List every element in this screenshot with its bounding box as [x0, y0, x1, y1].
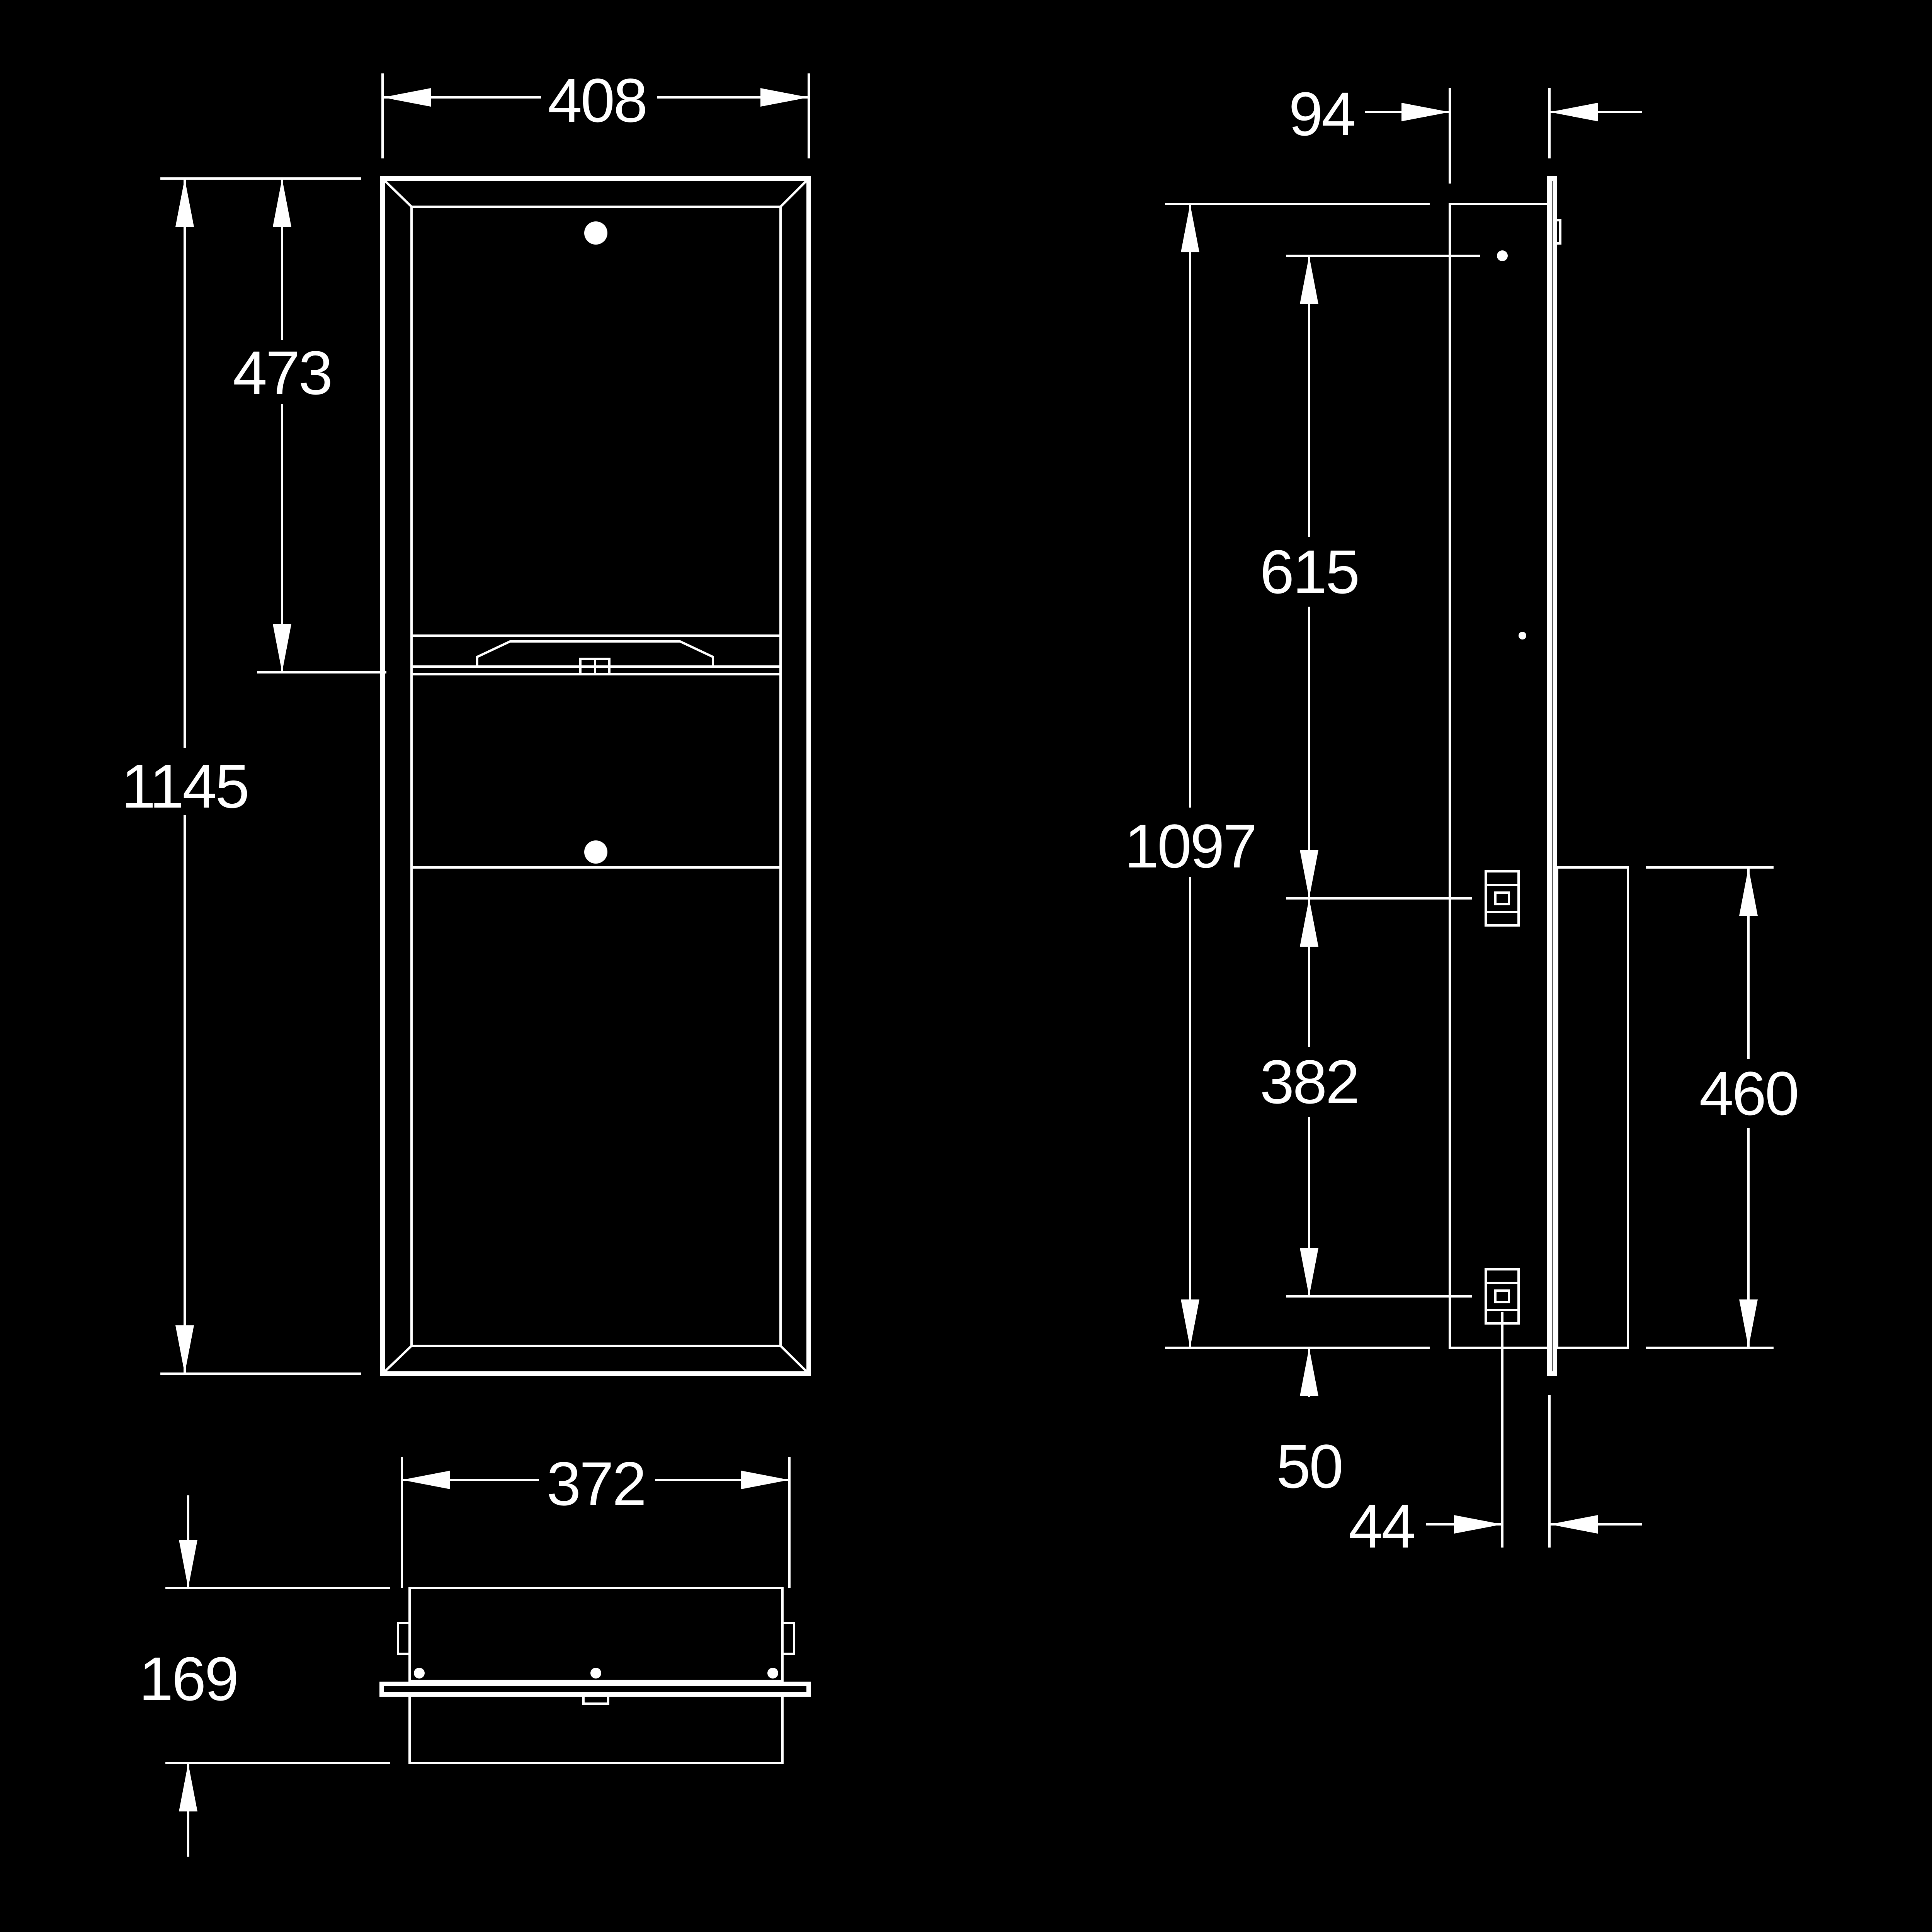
dim-label-382: 382	[1260, 1047, 1359, 1116]
dim-label-473: 473	[233, 338, 332, 407]
dim-front-total-height: 1145	[121, 177, 361, 1375]
dim-front-upper-height: 473	[233, 179, 386, 673]
upper-lock	[584, 221, 607, 245]
side-view	[1449, 176, 1629, 1376]
dim-front-width: 408	[381, 66, 810, 158]
dim-side-depth-top: 94	[1289, 79, 1642, 184]
dim-label-1097: 1097	[1124, 811, 1256, 881]
dim-side-bottom-offset: 50	[1276, 1348, 1344, 1501]
dim-side-bin-height: 460	[1646, 866, 1799, 1349]
dim-top-width: 372	[401, 1449, 791, 1588]
lower-door-panel	[410, 866, 782, 1347]
upper-bracket	[1485, 870, 1520, 927]
dim-label-44: 44	[1349, 1492, 1414, 1561]
dim-side-depth-bottom: 44	[1349, 1312, 1642, 1561]
dim-label-50: 50	[1276, 1432, 1342, 1501]
dim-label-1145: 1145	[121, 752, 248, 821]
dim-side-mount-lower: 382	[1260, 898, 1472, 1298]
lower-lock	[584, 840, 607, 864]
top-view	[379, 1587, 811, 1764]
dim-label-408: 408	[548, 66, 646, 135]
side-flange	[1547, 176, 1557, 1376]
dim-side-height: 1097	[1124, 203, 1430, 1349]
dim-label-372: 372	[547, 1449, 645, 1518]
dim-label-615: 615	[1260, 537, 1359, 606]
front-view	[380, 176, 811, 1376]
dim-label-94: 94	[1289, 79, 1354, 148]
dim-side-mount-upper: 615	[1260, 255, 1480, 900]
dim-label-460: 460	[1699, 1059, 1798, 1128]
front-outer-frame	[380, 176, 811, 1376]
side-bin	[1556, 866, 1629, 1349]
dim-label-169: 169	[139, 1644, 238, 1713]
dim-top-depth: 169	[139, 1495, 390, 1857]
